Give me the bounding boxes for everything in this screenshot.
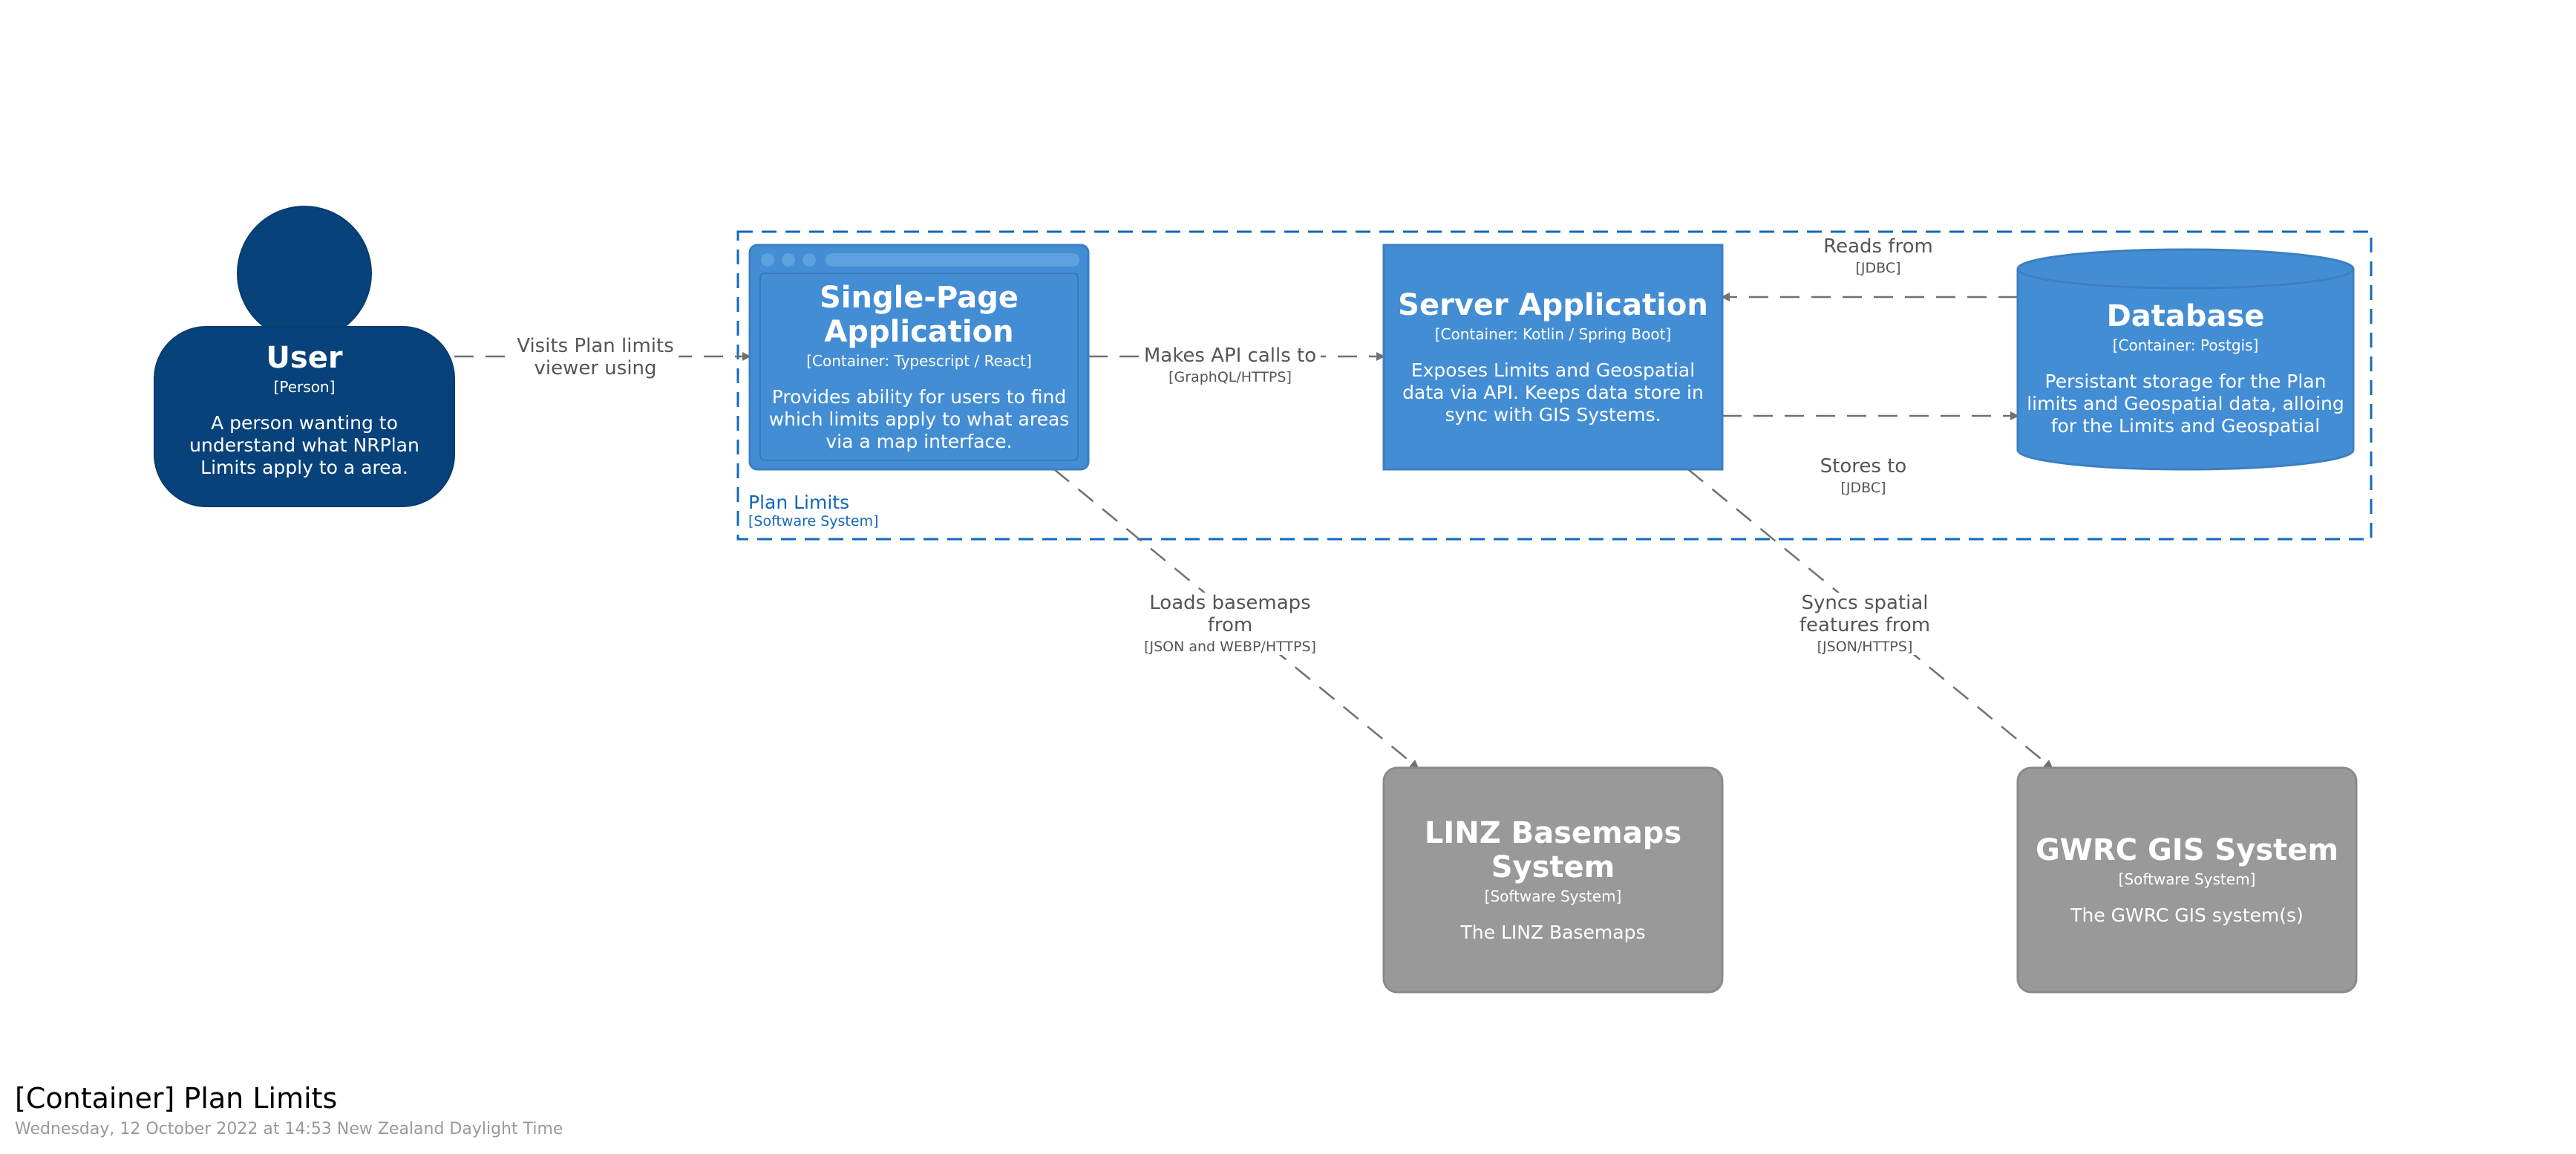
node-gwrc-desc: The GWRC GIS system(s) bbox=[2070, 904, 2304, 926]
node-server[interactable]: Server Application [Container: Kotlin / … bbox=[1391, 252, 1715, 462]
edge-label-server-gwrc: Syncs spatial features from [JSON/HTTPS] bbox=[1794, 592, 1935, 655]
node-gwrc[interactable]: GWRC GIS System [Software System] The GW… bbox=[2025, 775, 2349, 985]
edge-label-db-read-text: Reads from bbox=[1823, 235, 1933, 258]
node-linz-desc: The LINZ Basemaps bbox=[1460, 922, 1646, 943]
node-server-title: Server Application bbox=[1398, 288, 1708, 322]
node-database-type: [Container: Postgis] bbox=[2112, 336, 2259, 354]
edge-label-spa-server-text: Makes API calls to bbox=[1143, 345, 1317, 367]
node-server-type: [Container: Kotlin / Spring Boot] bbox=[1434, 325, 1672, 343]
edge-label-db-read-tech: [JDBC] bbox=[1855, 259, 1901, 276]
boundary-type: [Software System] bbox=[748, 513, 879, 529]
edge-label-user-spa-text: Visits Plan limits viewer using bbox=[517, 335, 674, 379]
database-cylinder-shape bbox=[2016, 248, 2355, 471]
edge-label-spa-server: Makes API calls to [GraphQL/HTTPS] bbox=[1139, 345, 1321, 385]
edge-label-user-spa: Visits Plan limits viewer using bbox=[512, 335, 679, 380]
spa-window-shape bbox=[748, 244, 1090, 471]
node-server-desc: Exposes Limits and Geospatial data via A… bbox=[1402, 359, 1704, 426]
node-spa[interactable]: Single-Page Application [Container: Type… bbox=[762, 275, 1076, 459]
node-spa-desc: Provides ability for users to find which… bbox=[768, 386, 1070, 452]
node-user-title: User bbox=[266, 341, 343, 375]
node-user-desc: A person wanting to understand what NRPl… bbox=[189, 412, 419, 478]
node-linz-type: [Software System] bbox=[1484, 887, 1622, 905]
edge-label-spa-linz: Loads basemaps from [JSON and WEBP/HTTPS… bbox=[1140, 592, 1321, 655]
edge-label-spa-linz-tech: [JSON and WEBP/HTTPS] bbox=[1144, 638, 1316, 655]
edge-label-db-store-tech: [JDBC] bbox=[1840, 479, 1886, 496]
edge-label-spa-server-tech: [GraphQL/HTTPS] bbox=[1168, 368, 1292, 385]
node-user-type: [Person] bbox=[273, 378, 336, 396]
person-shape bbox=[154, 206, 455, 507]
node-database[interactable]: Database [Container: Postgis] Persistant… bbox=[2025, 291, 2346, 446]
diagram-subtitle: Wednesday, 12 October 2022 at 14:53 New … bbox=[15, 1120, 563, 1138]
node-spa-title: Single-Page Application bbox=[819, 281, 1019, 349]
edge-label-db-read: Reads from [JDBC] bbox=[1819, 235, 1938, 276]
edge-label-server-gwrc-tech: [JSON/HTTPS] bbox=[1817, 638, 1913, 655]
plan-limits-boundary bbox=[736, 230, 2373, 541]
linz-box bbox=[1382, 766, 1724, 994]
edge-label-spa-linz-text: Loads basemaps from bbox=[1149, 592, 1311, 636]
node-database-title: Database bbox=[2106, 299, 2265, 333]
edge-label-db-store-text: Stores to bbox=[1820, 455, 1907, 477]
node-gwrc-type: [Software System] bbox=[2118, 870, 2256, 888]
gwrc-box bbox=[2016, 766, 2358, 994]
boundary-name: Plan Limits bbox=[748, 492, 850, 513]
node-linz[interactable]: LINZ Basemaps System [Software System] T… bbox=[1391, 775, 1715, 985]
edge-label-db-store: Stores to [JDBC] bbox=[1815, 455, 1912, 496]
boundary-label: Plan Limits [Software System] bbox=[748, 492, 878, 529]
node-database-desc: Persistant storage for the Plan limits a… bbox=[2027, 371, 2344, 437]
server-box bbox=[1382, 244, 1724, 471]
node-user[interactable]: User [Person] A person wanting to unders… bbox=[159, 336, 450, 484]
node-linz-title: LINZ Basemaps System bbox=[1424, 816, 1682, 884]
diagram-title: [Container] Plan Limits bbox=[15, 1082, 338, 1115]
node-gwrc-title: GWRC GIS System bbox=[2035, 833, 2339, 867]
node-spa-type: [Container: Typescript / React] bbox=[806, 352, 1032, 370]
edge-label-server-gwrc-text: Syncs spatial features from bbox=[1799, 592, 1931, 636]
